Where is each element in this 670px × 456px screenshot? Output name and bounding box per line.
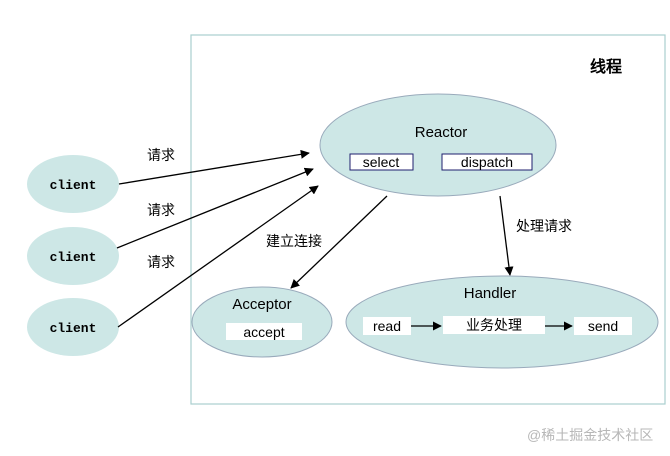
dispatch-label: dispatch [461,154,513,170]
accept-label: accept [243,324,284,340]
client-label: client [50,178,97,193]
establish-label: 建立连接 [266,233,322,249]
request-arrow [118,149,310,185]
send-box [574,317,632,335]
client-label: client [50,250,97,265]
request-label: 请求 [147,202,175,218]
request-arrow [117,185,319,328]
request-label: 请求 [147,254,175,270]
client-node [27,227,119,285]
send-label: send [588,318,618,334]
handle-request-arrow [499,195,514,276]
process-label: 业务处理 [466,317,522,333]
reactor-node [319,93,557,197]
select-label: select [363,154,400,170]
reactor-title: Reactor [415,124,468,141]
read-label: read [373,318,401,334]
thread-label: 线程 [590,57,622,76]
read-box [363,317,411,335]
request-arrow [116,167,314,249]
acceptor-title: Acceptor [232,296,291,313]
client-node [27,155,119,213]
select-box [349,153,414,171]
watermark: @稀土掘金技术社区 [527,427,653,443]
process-box [443,316,545,334]
dispatch-box [441,153,533,171]
handle-request-label: 处理请求 [516,218,572,234]
client-label: client [50,321,97,336]
request-label: 请求 [147,147,175,163]
thread-boundary [190,34,666,405]
establish-arrow [290,195,388,289]
handler-title: Handler [464,285,517,302]
accept-box [226,323,302,340]
client-node [27,298,119,356]
